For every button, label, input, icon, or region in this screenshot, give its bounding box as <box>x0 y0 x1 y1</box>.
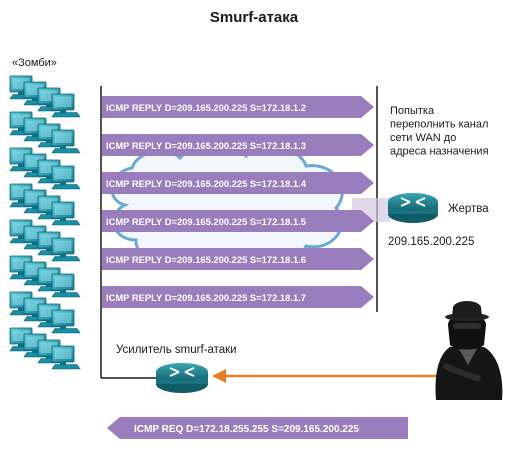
zombie-computers-group <box>9 75 81 370</box>
icmp-reply-arrow: ICMP REPLY D=209.165.200.225 S=172.18.1.… <box>102 286 374 308</box>
desktop-computer-icon <box>51 93 81 118</box>
network-cloud-icon <box>110 141 344 268</box>
desktop-computer-icon <box>51 345 81 370</box>
overflow-note: Попытка переполнить канал сети WAN до ад… <box>390 105 491 158</box>
victim-label: Жертва <box>448 203 489 215</box>
desktop-computer-icon <box>51 273 81 298</box>
icmp-reply-arrow: ICMP REPLY D=209.165.200.225 S=172.18.1.… <box>102 248 374 270</box>
zombies-label: «Зомби» <box>12 57 57 69</box>
diagram-title: Smurf-атака <box>210 9 299 26</box>
icmp-request-arrow: ICMP REQ D=172.18.255.255 S=209.165.200.… <box>107 417 408 439</box>
icmp-reply-label: ICMP REPLY D=209.165.200.225 S=172.18.1.… <box>106 140 306 151</box>
amplifier-router-icon <box>156 363 208 393</box>
reply-arrow-shape <box>102 96 374 118</box>
icmp-reply-arrow: ICMP REPLY D=209.165.200.225 S=172.18.1.… <box>102 210 374 232</box>
icmp-reply-arrow: ICMP REPLY D=209.165.200.225 S=172.18.1.… <box>102 96 374 118</box>
reply-arrow-shape <box>102 210 374 232</box>
desktop-computer-icon <box>51 237 81 262</box>
note-line: сети WAN до <box>390 132 456 144</box>
reply-arrow-shape <box>102 134 374 156</box>
note-line: адреса назначения <box>390 146 489 158</box>
icmp-request-label: ICMP REQ D=172.18.255.255 S=209.165.200.… <box>134 424 359 435</box>
icmp-reply-label: ICMP REPLY D=209.165.200.225 S=172.18.1.… <box>106 216 306 227</box>
icmp-reply-label: ICMP REPLY D=209.165.200.225 S=172.18.1.… <box>106 178 307 189</box>
hacker-icon <box>435 301 503 400</box>
note-line: переполнить канал <box>390 119 488 131</box>
reply-arrow-shape <box>102 172 374 194</box>
attack-line <box>212 369 444 383</box>
icmp-reply-label: ICMP REPLY D=209.165.200.225 S=172.18.1.… <box>106 292 306 303</box>
desktop-computer-icon <box>51 129 81 154</box>
icmp-reply-label: ICMP REPLY D=209.165.200.225 S=172.18.1.… <box>106 102 306 113</box>
victim-router-icon <box>388 193 438 223</box>
desktop-computer-icon <box>51 165 81 190</box>
icmp-reply-arrow: ICMP REPLY D=209.165.200.225 S=172.18.1.… <box>102 134 374 156</box>
amplifier-label: Усилитель smurf-атаки <box>116 344 237 356</box>
icmp-reply-label: ICMP REPLY D=209.165.200.225 S=172.18.1.… <box>106 254 306 265</box>
reply-arrow-shape <box>102 248 374 270</box>
icmp-reply-arrow: ICMP REPLY D=209.165.200.225 S=172.18.1.… <box>102 172 374 194</box>
desktop-computer-icon <box>51 201 81 226</box>
desktop-computer-icon <box>51 309 81 334</box>
reply-arrow-shape <box>102 286 374 308</box>
note-line: Попытка <box>390 105 435 117</box>
reply-arrows-group: ICMP REPLY D=209.165.200.225 S=172.18.1.… <box>102 96 374 308</box>
victim-ip: 209.165.200.225 <box>388 236 474 248</box>
